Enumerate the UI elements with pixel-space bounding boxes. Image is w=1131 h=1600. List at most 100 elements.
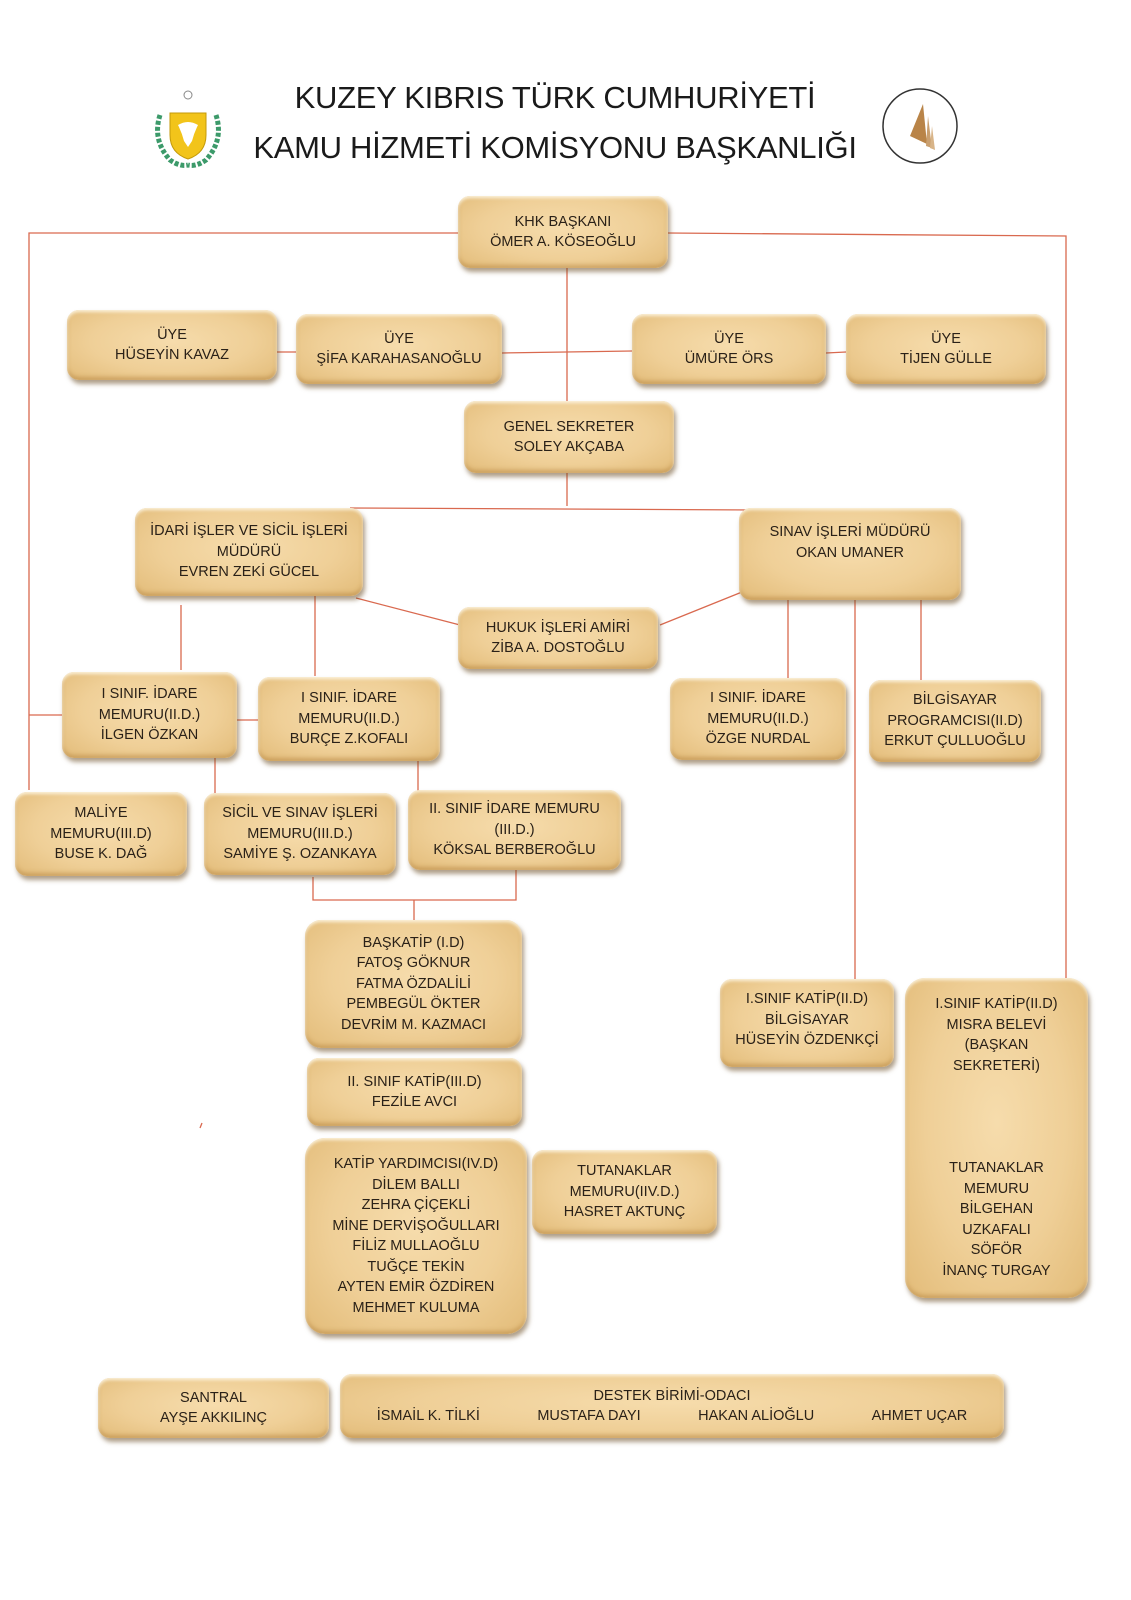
khk-logo-icon [880, 86, 960, 166]
node-title: SINAV İŞLERİ MÜDÜRÜ [769, 524, 931, 540]
node-person: FEZİLE AVCI [371, 1094, 458, 1110]
node-title: I SINIF. İDARE [301, 690, 397, 707]
node-sinav-isleri-muduru: SINAV İŞLERİ MÜDÜRÜ OKAN UMANER [739, 508, 961, 600]
connector-sinav-hukuk [659, 591, 743, 626]
page-title-line1: KUZEY KIBRIS TÜRK CUMHURİYETİ [294, 80, 816, 115]
node-uye-tijen-gulle: ÜYE TİJEN GÜLLE [846, 314, 1046, 384]
node-person: ÖMER A. KÖSEOĞLU [490, 234, 636, 250]
node-tutanaklar-memuru-hasret: TUTANAKLAR MEMURU(IIV.D.) HASRET AKTUNÇ [532, 1150, 717, 1234]
node-person: BUSE K. DAĞ [54, 846, 148, 863]
node-khk-baskani: KHK BAŞKANI ÖMER A. KÖSEOĞLU [458, 196, 668, 268]
node-title: I SINIF. İDARE [101, 686, 198, 703]
node-title: II. SINIF KATİP(III.D) [347, 1073, 482, 1090]
node-person: FATOŞ GÖKNUR [356, 955, 471, 972]
node-katip-bilgisayar: I.SINIF KATİP(II.D) BİLGİSAYAR HÜSEYİN Ö… [720, 979, 894, 1067]
node-title: MEMURU(III.D) [50, 825, 152, 842]
node-sicil-sinav-memuru: SİCİL VE SINAV İŞLERİ MEMURU(III.D.) SAM… [204, 793, 396, 875]
node-maliye-memuru: MALİYE MEMURU(III.D) BUSE K. DAĞ [15, 792, 187, 876]
node-title: ÜYE [931, 330, 961, 347]
node-title: İDARİ İŞLER VE SİCİL İŞLERİ [150, 523, 348, 540]
connector-mudurler [349, 507, 759, 511]
node-person: İNANÇ TURGAY [942, 1262, 1051, 1279]
node-person: TUĞÇE TEKİN [367, 1258, 465, 1275]
connector-uye2-uye3 [501, 350, 633, 354]
node-uye-umure-ors: ÜYE ÜMÜRE ÖRS [632, 314, 826, 384]
node-person: MUSTAFA DAYI [537, 1408, 641, 1424]
node-person: FATMA ÖZDALİLİ [356, 975, 471, 992]
node-person: ŞİFA KARAHASANOĞLU [316, 351, 482, 367]
node-title: MÜDÜRÜ [216, 543, 282, 560]
node-person: SOLEY AKÇABA [513, 439, 625, 455]
node-title: SÖFÖR [970, 1242, 1023, 1258]
node-hukuk-isleri-amiri: HUKUK İŞLERİ AMİRİ ZİBA A. DOSTOĞLU [458, 607, 658, 669]
node-person: MISRA BELEVİ [946, 1016, 1047, 1033]
node-title: (BAŞKAN [964, 1037, 1029, 1053]
node-idare-memuru-ozge-nurdal: I SINIF. İDARE MEMURU(II.D.) ÖZGE NURDAL [670, 678, 846, 760]
connector-idari-hukuk [355, 597, 461, 626]
node-title: SİCİL VE SINAV İŞLERİ [222, 805, 378, 822]
node-bilgisayar-programcisi: BİLGİSAYAR PROGRAMCISI(II.D) ERKUT ÇULLU… [869, 680, 1041, 762]
node-title: BİLGİSAYAR [912, 692, 998, 709]
node-person: TİJEN GÜLLE [900, 351, 992, 367]
node-title: ÜYE [714, 330, 744, 347]
node-title: ÜYE [157, 326, 187, 343]
node-title: MEMURU(III.D.) [247, 825, 353, 842]
node-title: BİLGİSAYAR [764, 1011, 850, 1028]
node-ii-sinif-katip: II. SINIF KATİP(III.D) FEZİLE AVCI [307, 1058, 522, 1126]
node-person: HÜSEYİN ÖZDENKÇİ [735, 1032, 879, 1048]
connector-baskan-right [667, 232, 1067, 978]
node-person: EVREN ZEKİ GÜCEL [178, 564, 320, 581]
node-person: AYŞE AKKILINÇ [160, 1410, 267, 1426]
node-title: MEMURU(IIV.D.) [569, 1183, 680, 1200]
node-person: ÜMÜRE ÖRS [684, 351, 774, 367]
kktc-coat-of-arms-icon [148, 85, 228, 170]
page-title-line2: KAMU HİZMETİ KOMİSYONU BAŞKANLIĞI [253, 130, 857, 165]
node-title: KHK BAŞKANI [514, 213, 612, 230]
node-title: (III.D.) [494, 821, 535, 838]
node-title: TUTANAKLAR [949, 1160, 1044, 1176]
node-title: TUTANAKLAR [577, 1163, 672, 1180]
node-person: MİNE DERVİŞOĞULLARI [332, 1217, 500, 1234]
node-person: PEMBEGÜL ÖKTER [346, 996, 481, 1013]
node-person: BİLGEHAN [959, 1201, 1034, 1217]
node-uye-sifa-karahasanoglu: ÜYE ŞİFA KARAHASANOĞLU [296, 314, 502, 384]
node-katip-yardimcisi: KATİP YARDIMCISI(IV.D) DİLEM BALLI ZEHRA… [305, 1138, 527, 1334]
node-person: ÖZGE NURDAL [705, 731, 811, 748]
node-genel-sekreter: GENEL SEKRETER SOLEY AKÇABA [464, 401, 674, 473]
node-person: OKAN UMANER [796, 544, 904, 561]
stray-mark [199, 1122, 203, 1129]
node-title: MEMURU(II.D.) [707, 710, 809, 727]
node-person: AYTEN EMİR ÖZDİREN [337, 1279, 495, 1295]
node-person: İLGEN ÖZKAN [100, 727, 199, 744]
node-katip-misra-belevi: I.SINIF KATİP(II.D) MISRA BELEVİ (BAŞKAN… [905, 978, 1088, 1298]
node-title: BAŞKATİP (I.D) [362, 934, 465, 951]
node-person: İSMAİL K. TİLKİ [376, 1408, 480, 1424]
node-person: FİLİZ MULLAOĞLU [352, 1238, 480, 1254]
destek-names: İSMAİL K. TİLKİ MUSTAFA DAYI HAKAN ALİOĞ… [340, 1406, 1004, 1427]
connector-baskan-left [28, 232, 458, 790]
node-idare-memuru-ilgen-ozkan: I SINIF. İDARE MEMURU(II.D.) İLGEN ÖZKAN [62, 672, 237, 758]
node-person: SAMİYE Ş. OZANKAYA [223, 846, 377, 863]
node-title: II. SINIF İDARE MEMURU [429, 801, 600, 818]
node-title: I.SINIF KATİP(II.D) [935, 996, 1058, 1012]
node-person: ERKUT ÇULLUOĞLU [884, 733, 1026, 750]
node-idari-isler-muduru: İDARİ İŞLER VE SİCİL İŞLERİ MÜDÜRÜ EVREN… [135, 508, 363, 596]
node-person: ZİBA A. DOSTOĞLU [491, 640, 625, 656]
node-person: HÜSEYİN KAVAZ [115, 347, 229, 363]
node-person: MEHMET KULUMA [352, 1299, 480, 1316]
node-baskatip: BAŞKATİP (I.D) FATOŞ GÖKNUR FATMA ÖZDALİ… [305, 920, 522, 1048]
node-santral: SANTRAL AYŞE AKKILINÇ [98, 1378, 329, 1438]
node-title: HUKUK İŞLERİ AMİRİ [485, 619, 631, 636]
node-title: MEMURU(II.D.) [98, 706, 201, 723]
node-person: UZKAFALI [962, 1221, 1031, 1238]
node-title: I.SINIF KATİP(II.D) [745, 991, 869, 1007]
node-title: I SINIF. İDARE [710, 690, 806, 707]
node-idare-memuru-burce-kofali: I SINIF. İDARE MEMURU(II.D.) BURÇE Z.KOF… [258, 677, 440, 761]
node-person: AHMET UÇAR [871, 1408, 968, 1424]
node-person: HAKAN ALİOĞLU [698, 1408, 815, 1424]
node-title: ÜYE [384, 330, 414, 347]
node-person: HASRET AKTUNÇ [563, 1204, 686, 1221]
node-title: GENEL SEKRETER [503, 418, 635, 435]
node-person: KÖKSAL BERBEROĞLU [433, 842, 596, 859]
